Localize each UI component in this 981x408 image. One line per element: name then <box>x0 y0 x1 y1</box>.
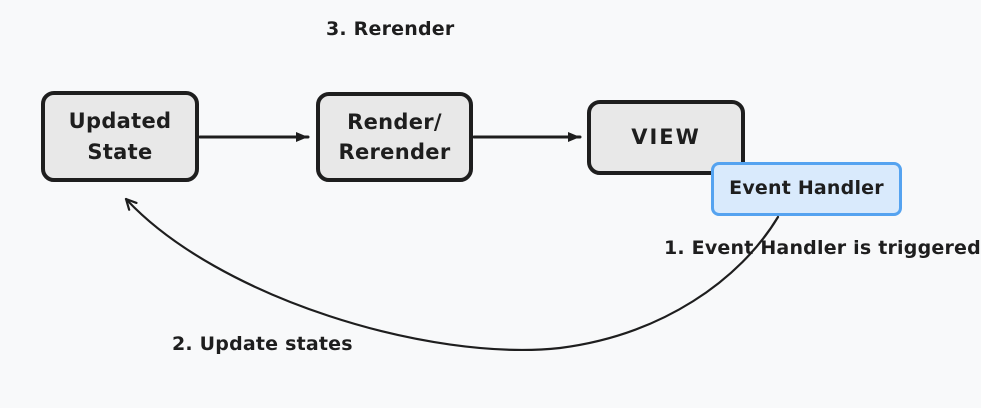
node-render-rerender: Render/ Rerender <box>316 92 473 182</box>
node-event-handler-label: Event Handler <box>729 177 884 200</box>
label-step-2-update-states: 2. Update states <box>172 333 353 355</box>
arrow-event-handler-to-updated-state <box>124 197 780 352</box>
label-step-3-rerender: 3. Rerender <box>326 18 455 40</box>
label-step-1-event-handler-triggered: 1. Event Handler is triggered <box>664 237 981 259</box>
node-updated-state: Updated State <box>41 91 199 182</box>
node-view-label: VIEW <box>631 125 701 150</box>
node-render-rerender-label: Render/ Rerender <box>338 109 451 164</box>
node-event-handler: Event Handler <box>711 162 902 216</box>
node-updated-state-label: Updated State <box>68 109 172 164</box>
